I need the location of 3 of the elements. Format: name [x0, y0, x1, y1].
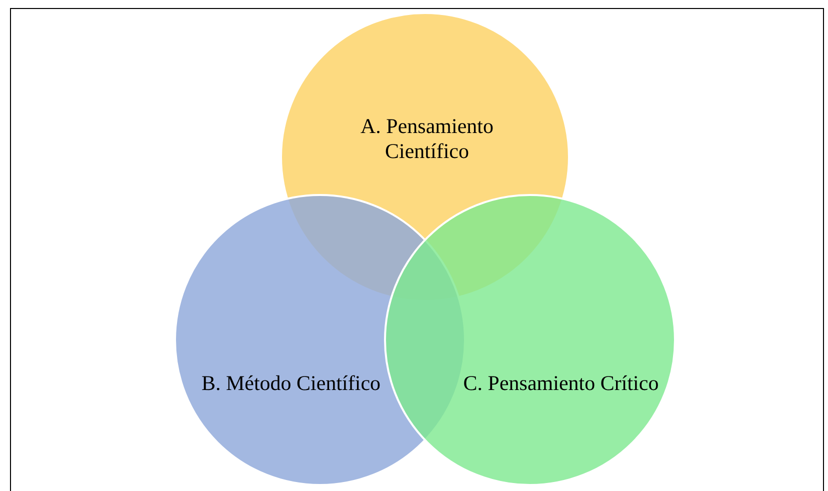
- circle-label: C. Pensamiento Crítico: [462, 371, 660, 396]
- circle-label: B. Método Científico: [200, 371, 382, 396]
- circle-label: A. Pensamiento Científico: [360, 114, 494, 164]
